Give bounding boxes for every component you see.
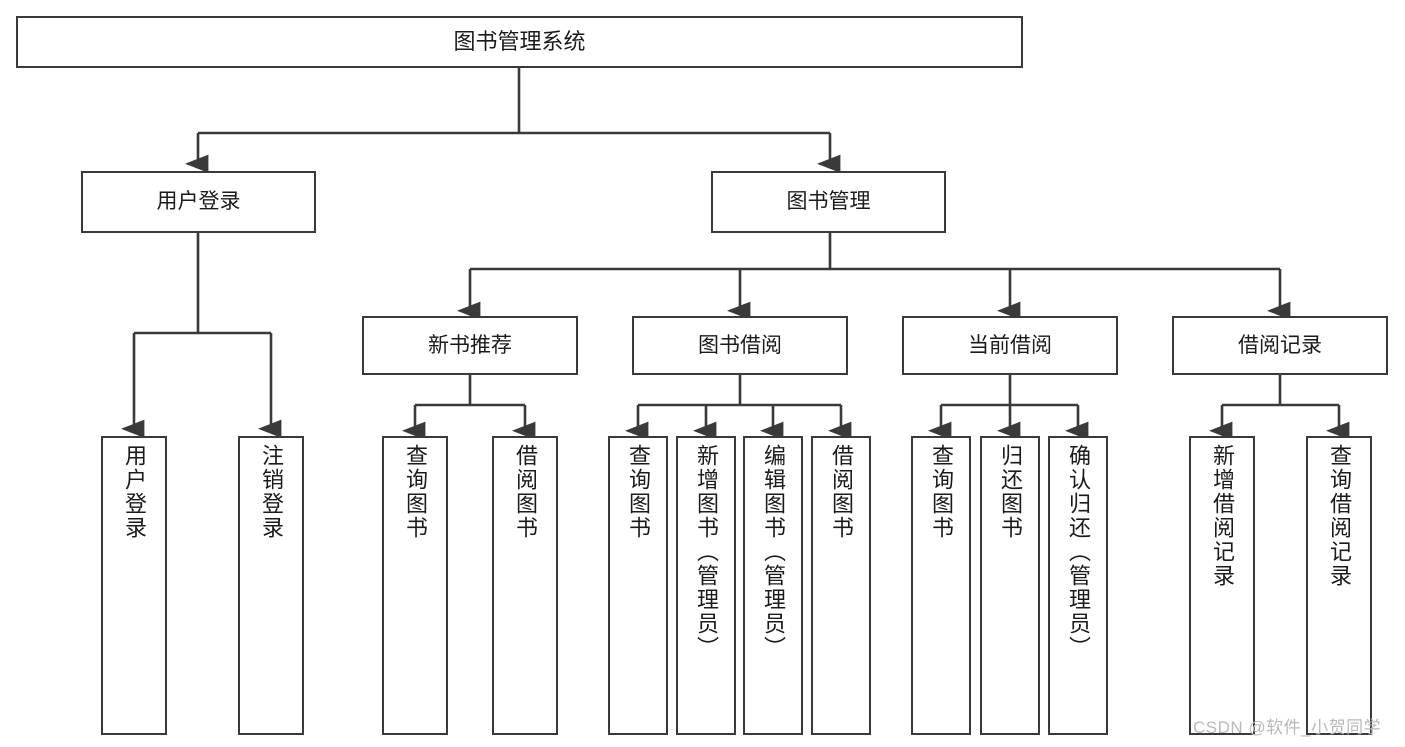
leaf-bb-add-book[interactable]: 新增图书（管理员） [676, 436, 736, 735]
leaf-cb-query-book-label: 查询图书 [929, 444, 954, 540]
leaf-nb-borrow-book-label: 借阅图书 [513, 444, 538, 540]
leaf-logout-label: 注销登录 [259, 444, 284, 540]
node-book-manage[interactable]: 图书管理 [711, 171, 946, 233]
leaf-br-add-record[interactable]: 新增借阅记录 [1189, 436, 1255, 735]
leaf-cb-query-book[interactable]: 查询图书 [911, 436, 971, 735]
node-root[interactable]: 图书管理系统 [16, 16, 1023, 68]
node-borrow-record-label: 借阅记录 [1238, 333, 1322, 357]
node-user-login[interactable]: 用户登录 [81, 171, 316, 233]
leaf-bb-edit-book-label: 编辑图书（管理员） [761, 444, 786, 660]
leaf-cb-confirm-return-label: 确认归还（管理员） [1066, 444, 1091, 660]
leaf-user-login-label: 用户登录 [122, 444, 147, 540]
leaf-cb-confirm-return[interactable]: 确认归还（管理员） [1048, 436, 1108, 735]
watermark: CSDN @软件_小贺同学 [1193, 718, 1382, 737]
node-borrow-record[interactable]: 借阅记录 [1172, 316, 1388, 375]
leaf-br-query-record[interactable]: 查询借阅记录 [1306, 436, 1372, 735]
node-new-book-recommend[interactable]: 新书推荐 [362, 316, 578, 375]
leaf-bb-query-book[interactable]: 查询图书 [608, 436, 668, 735]
leaf-br-query-record-label: 查询借阅记录 [1327, 444, 1352, 588]
leaf-bb-borrow-book-label: 借阅图书 [829, 444, 854, 540]
node-root-label: 图书管理系统 [453, 28, 586, 54]
node-new-book-recommend-label: 新书推荐 [428, 333, 512, 357]
leaf-cb-return-book[interactable]: 归还图书 [980, 436, 1040, 735]
node-book-borrow-label: 图书借阅 [698, 333, 782, 357]
leaf-nb-query-book-label: 查询图书 [403, 444, 428, 540]
node-book-borrow[interactable]: 图书借阅 [632, 316, 848, 375]
node-book-manage-label: 图书管理 [786, 190, 871, 214]
leaf-nb-query-book[interactable]: 查询图书 [382, 436, 448, 735]
node-current-borrow-label: 当前借阅 [968, 333, 1052, 357]
leaf-nb-borrow-book[interactable]: 借阅图书 [492, 436, 558, 735]
node-current-borrow[interactable]: 当前借阅 [902, 316, 1118, 375]
leaf-br-add-record-label: 新增借阅记录 [1210, 444, 1235, 588]
leaf-logout[interactable]: 注销登录 [238, 436, 304, 735]
leaf-bb-edit-book[interactable]: 编辑图书（管理员） [743, 436, 803, 735]
node-user-login-label: 用户登录 [156, 190, 241, 214]
leaf-bb-query-book-label: 查询图书 [626, 444, 651, 540]
leaf-cb-return-book-label: 归还图书 [998, 444, 1023, 540]
leaf-bb-add-book-label: 新增图书（管理员） [694, 444, 719, 660]
leaf-user-login[interactable]: 用户登录 [101, 436, 167, 735]
leaf-bb-borrow-book[interactable]: 借阅图书 [811, 436, 871, 735]
